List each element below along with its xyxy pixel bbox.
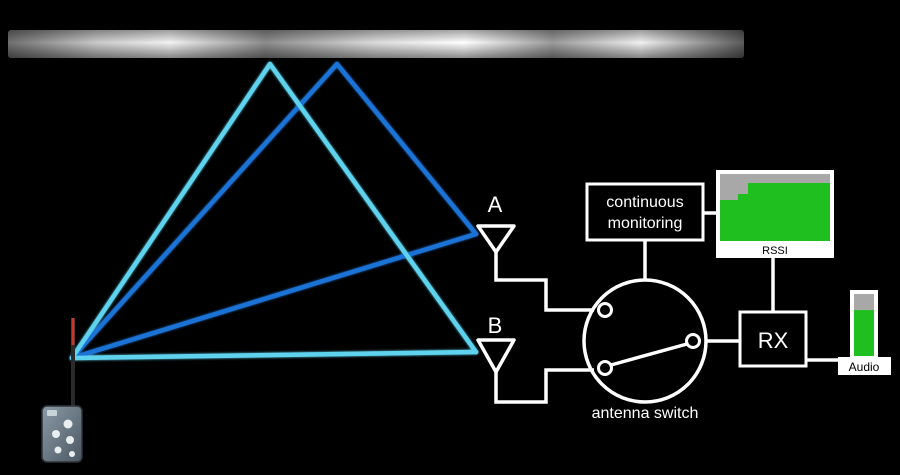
rssi-graph-fill xyxy=(720,183,830,241)
switch-contact-a xyxy=(597,302,613,318)
path-light-direct xyxy=(69,349,479,361)
rx-block: RX xyxy=(738,310,808,368)
path-light-reflected xyxy=(69,61,479,361)
wire-antenna-b xyxy=(494,368,594,404)
reflective-surface xyxy=(8,30,744,58)
switch-common-contact xyxy=(685,333,701,349)
wire-antenna-a xyxy=(494,252,594,312)
antenna-switch: antenna switch xyxy=(582,278,708,422)
monitoring-block: continuous monitoring xyxy=(585,182,705,242)
rx-label: RX xyxy=(758,328,789,353)
bodypack-transmitter-icon xyxy=(41,318,83,463)
monitoring-label-line2: monitoring xyxy=(608,215,683,232)
audio-meter: Audio xyxy=(838,290,891,375)
wiring xyxy=(494,211,838,404)
antenna-switch-label: antenna switch xyxy=(592,405,699,422)
antenna-b-label: B xyxy=(488,313,503,338)
rssi-label: RSSI xyxy=(762,245,788,257)
switch-contact-b xyxy=(597,360,613,376)
audio-level-fill xyxy=(854,310,874,356)
antenna-a-label: A xyxy=(488,192,503,217)
path-dark-direct xyxy=(69,231,479,361)
audio-label: Audio xyxy=(849,360,880,374)
signal-paths xyxy=(69,61,479,361)
switch-blade xyxy=(609,342,689,367)
antenna-a-icon xyxy=(476,224,516,254)
monitoring-label-line1: continuous xyxy=(606,194,683,211)
antenna-b-icon xyxy=(476,338,516,374)
path-dark-reflected xyxy=(69,61,479,361)
rssi-display: RSSI xyxy=(716,170,834,258)
antenna-a: A xyxy=(476,192,516,254)
antenna-b: B xyxy=(476,313,516,374)
